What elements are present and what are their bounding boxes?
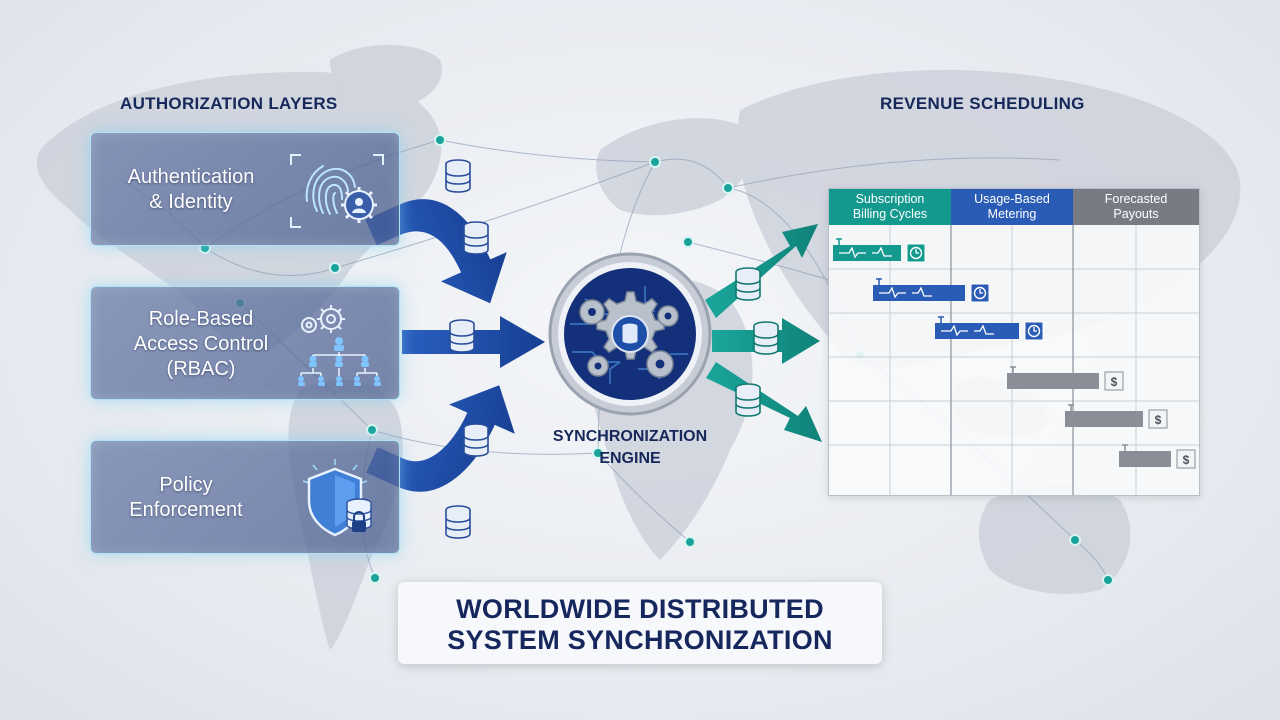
card-role-based-access-control: Role-Based Access Control (RBAC) bbox=[90, 286, 400, 400]
schedule-bar-subscription bbox=[833, 238, 926, 263]
column-forecasted-payouts: Forecasted Payouts bbox=[1073, 189, 1199, 225]
continent-australia bbox=[978, 485, 1131, 594]
arrow-policy-to-engine bbox=[366, 385, 515, 492]
fingerprint-gear-icon bbox=[290, 154, 384, 228]
banner-title: WORLDWIDE DISTRIBUTED SYSTEM SYNCHRONIZA… bbox=[447, 594, 833, 655]
card-label: Role-Based Access Control (RBAC) bbox=[133, 308, 269, 380]
card-label: Policy Enforcement bbox=[129, 474, 243, 521]
database-icon bbox=[445, 505, 471, 539]
column-usage-metering: Usage-Based Metering bbox=[951, 189, 1073, 225]
shield-database-lock-icon bbox=[302, 459, 372, 537]
database-icon bbox=[449, 319, 475, 353]
continent-europe bbox=[596, 118, 751, 216]
arrow-engine-to-subscription bbox=[705, 224, 818, 318]
dollar-icon bbox=[1148, 409, 1168, 429]
dollar-icon bbox=[1104, 371, 1124, 391]
schedule-bar-payout: $ bbox=[1119, 444, 1196, 469]
revenue-schedule-table: Subscription Billing Cycles Usage-Based … bbox=[828, 188, 1200, 496]
heading-authorization-layers: AUTHORIZATION LAYERS bbox=[120, 94, 338, 113]
dollar-glyph: $ bbox=[1183, 453, 1190, 467]
column-label: Forecasted Payouts bbox=[1104, 192, 1168, 221]
card-authentication-identity: Authentication & Identity bbox=[90, 132, 400, 246]
schedule-bar-payout: $ bbox=[1065, 404, 1168, 429]
heading-revenue-scheduling: REVENUE SCHEDULING bbox=[880, 94, 1085, 113]
title-banner: WORLDWIDE DISTRIBUTED SYSTEM SYNCHRONIZA… bbox=[398, 582, 882, 664]
synchronization-engine-label: SYNCHRONIZATION ENGINE bbox=[552, 428, 708, 467]
column-label: Subscription Billing Cycles bbox=[852, 192, 928, 221]
arrow-auth-to-engine bbox=[365, 199, 507, 304]
column-subscription-billing: Subscription Billing Cycles bbox=[829, 189, 951, 225]
database-icon bbox=[735, 383, 761, 417]
column-label: Usage-Based Metering bbox=[974, 192, 1050, 221]
card-policy-enforcement: Policy Enforcement bbox=[90, 440, 400, 554]
gears-circuit-icon bbox=[548, 252, 712, 416]
schedule-bar-usage bbox=[935, 316, 1044, 341]
schedule-bar-usage bbox=[873, 278, 990, 303]
org-hierarchy-gears-icon bbox=[298, 305, 381, 386]
network-nodes bbox=[199, 134, 1114, 586]
database-icon bbox=[445, 159, 471, 193]
schedule-grid: $ $ $ bbox=[829, 225, 1199, 495]
database-icon bbox=[735, 267, 761, 301]
dollar-glyph: $ bbox=[1111, 375, 1118, 389]
database-icon bbox=[463, 423, 489, 457]
database-icon bbox=[463, 221, 489, 255]
schedule-bar-payout: $ bbox=[1007, 366, 1124, 391]
dollar-icon bbox=[1176, 449, 1196, 469]
dollar-glyph: $ bbox=[1155, 413, 1162, 427]
card-label: Authentication & Identity bbox=[127, 166, 255, 213]
database-icon bbox=[753, 321, 779, 355]
arrow-engine-to-payouts bbox=[706, 362, 822, 442]
database-icons bbox=[445, 159, 779, 539]
continent-greenland bbox=[330, 45, 442, 110]
